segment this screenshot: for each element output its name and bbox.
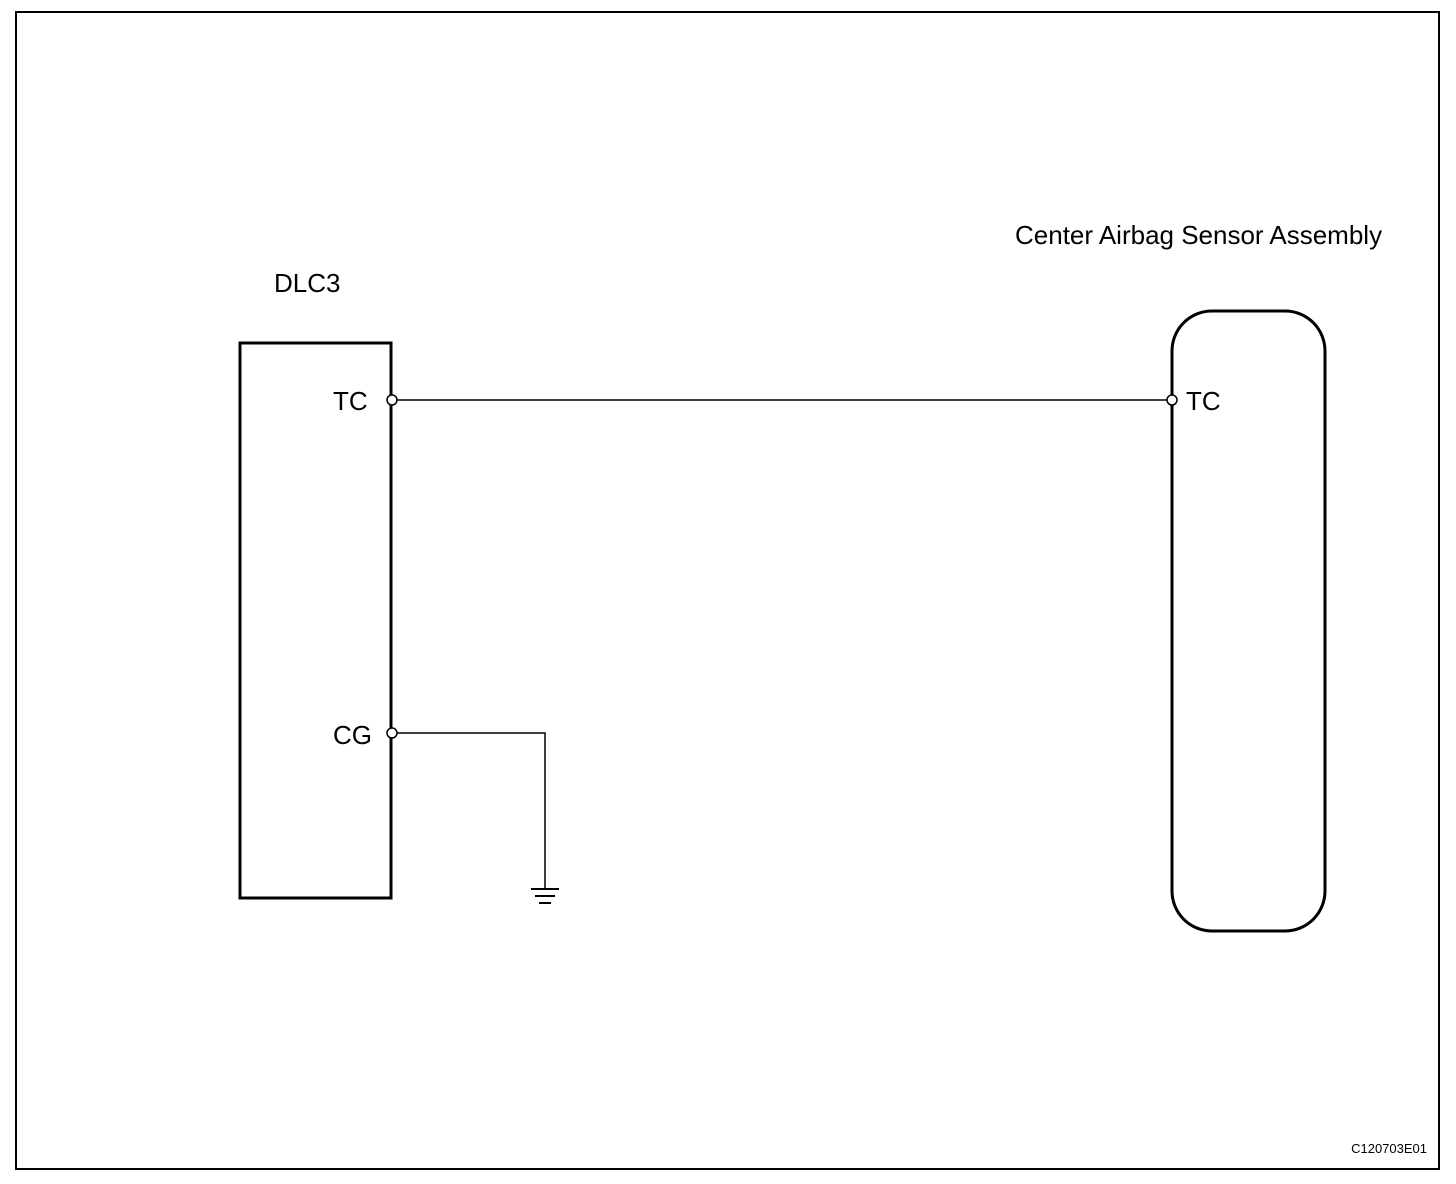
- dlc3-cg-terminal: [386, 727, 398, 739]
- dlc3-tc-terminal: [386, 394, 398, 406]
- dlc3-connector-box: [238, 341, 393, 900]
- airbag-sensor-box: [1170, 309, 1327, 933]
- dlc3-tc-pin-label: TC: [333, 386, 368, 416]
- dlc3-cg-pin-label: CG: [333, 720, 372, 750]
- ground-icon: [531, 888, 559, 904]
- diagram-frame: [15, 11, 1440, 1170]
- dlc3-label: DLC3: [274, 268, 340, 298]
- airbag-sensor-tc-terminal: [1166, 394, 1178, 406]
- figure-code: C120703E01: [1351, 1141, 1427, 1156]
- airbag-sensor-tc-pin-label: TC: [1186, 386, 1221, 416]
- airbag-sensor-label: Center Airbag Sensor Assembly: [1015, 220, 1382, 250]
- cg-wire: [397, 732, 546, 888]
